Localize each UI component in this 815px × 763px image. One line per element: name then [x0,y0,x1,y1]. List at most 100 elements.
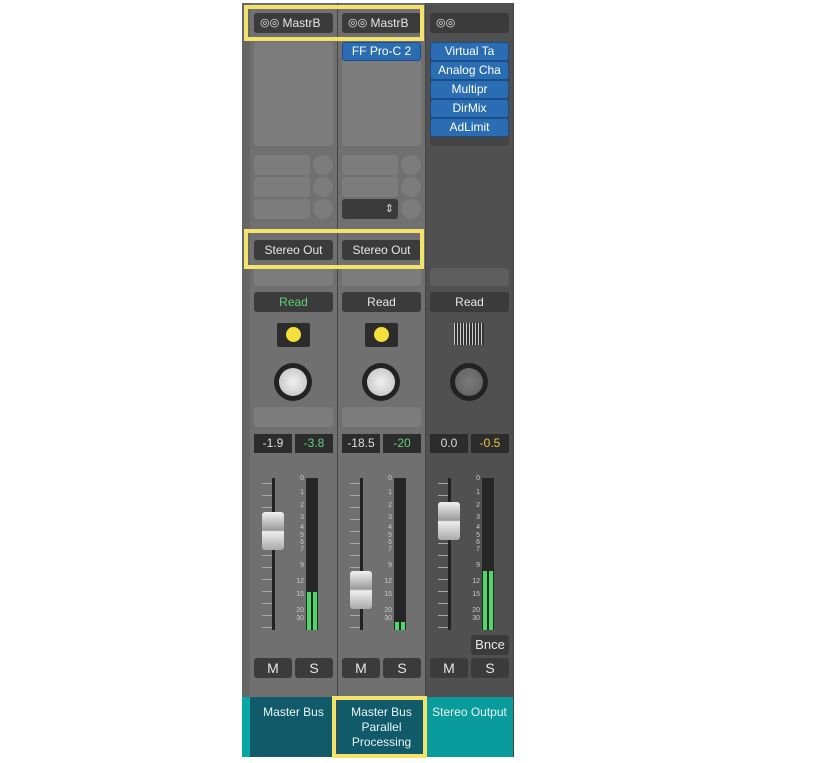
automation-mode-button[interactable]: Read [430,292,509,312]
send-level-knob[interactable] [401,177,421,197]
send-slot[interactable] [254,177,310,197]
channel-eq-icon[interactable] [277,323,310,347]
plugin-slot[interactable]: Multipr [430,80,509,99]
scale-label: 12 [384,578,392,585]
scale-label: 2 [300,502,304,509]
mute-button[interactable]: M [342,658,380,678]
automation-mode-button[interactable]: Read [254,292,333,312]
plugin-slot[interactable]: DirMix [430,99,509,118]
scale-label: 1 [476,489,480,496]
volume-readout[interactable]: -18.5 [342,434,380,453]
solo-button[interactable]: S [295,658,333,678]
scale-label: 4 [300,524,304,531]
scale-label: 12 [472,578,480,585]
scale-label: 1 [300,489,304,496]
scale-label: 3 [476,514,480,521]
group-slot[interactable] [342,268,421,286]
scale-label: 9 [388,562,392,569]
scale-label: 12 [296,578,304,585]
meter-fill [395,622,405,630]
meter-fill [483,570,493,630]
send-level-knob[interactable] [313,177,333,197]
scale-label: 15 [472,591,480,598]
solo-button[interactable]: S [471,658,509,678]
solo-button[interactable]: S [383,658,421,678]
channel-eq-icon[interactable] [365,323,398,347]
stereo-link-icon: ◎◎ [260,17,280,29]
scale-label: 30 [296,615,304,622]
fader-track[interactable] [360,478,363,630]
peak-readout[interactable]: -0.5 [471,434,509,453]
send-slot[interactable] [342,177,398,197]
output-device-icon [454,323,484,345]
pan-knob[interactable] [362,363,400,401]
plugin-area[interactable] [254,42,333,146]
scale-label: 7 [476,546,480,553]
plugin-slot[interactable]: FF Pro-C 2 [342,42,421,61]
send-level-knob[interactable] [401,199,421,219]
send-level-knob[interactable] [313,199,333,219]
track-name[interactable]: Master Bus Parallel Processing [338,697,425,757]
send-slot[interactable]: ⇕ [342,199,398,219]
plugin-slot[interactable]: Analog Cha [430,61,509,80]
send-slot[interactable] [254,199,310,219]
fader-track[interactable] [272,478,275,630]
volume-fader[interactable] [350,571,372,609]
automation-mode-button[interactable]: Read [342,292,421,312]
level-meter [394,478,406,630]
peak-readout[interactable]: -3.8 [295,434,333,453]
send-level-knob[interactable] [313,155,333,175]
send-level-knob[interactable] [401,155,421,175]
highlight-output [244,229,424,269]
name-field[interactable] [342,407,421,427]
scale-label: 20 [296,607,304,614]
scale-label: 1 [388,489,392,496]
output-button[interactable]: Stereo Out [342,240,421,260]
track-name[interactable]: Master Bus [250,697,337,757]
scale-label: 9 [476,562,480,569]
bounce-button[interactable]: Bnce [471,635,509,655]
scale-label: 7 [300,546,304,553]
stepper-icon: ⇕ [384,203,394,215]
track-name[interactable]: Stereo Output [426,697,513,757]
mute-button[interactable]: M [430,658,468,678]
fader-track[interactable] [448,478,451,630]
highlight-input [244,5,424,41]
volume-fader[interactable] [262,512,284,550]
volume-fader[interactable] [438,502,460,540]
volume-readout[interactable]: -1.9 [254,434,292,453]
plugin-slot[interactable]: Virtual Ta [430,42,509,61]
scale-label: 0 [476,475,480,482]
group-slot[interactable] [254,268,333,286]
send-slot[interactable] [254,155,310,175]
meter-fill [307,592,317,630]
send-slot[interactable] [342,155,398,175]
pan-knob[interactable] [450,363,488,401]
scale-label: 4 [476,524,480,531]
pan-knob[interactable] [274,363,312,401]
scale-label: 30 [472,615,480,622]
scale-label: 0 [300,475,304,482]
group-slot[interactable] [430,268,509,286]
scale-label: 5 [388,532,392,539]
input-button[interactable]: ◎◎MastrB [342,13,421,33]
scale-label: 2 [388,502,392,509]
peak-readout[interactable]: -20 [383,434,421,453]
input-button[interactable]: ◎◎ [430,13,509,33]
plugin-slot[interactable]: AdLimit [430,118,509,137]
fader-ticks [350,483,360,629]
scale-label: 15 [384,591,392,598]
level-meter [306,478,318,630]
fader-ticks [438,483,448,629]
output-button[interactable]: Stereo Out [254,240,333,260]
input-button[interactable]: ◎◎MastrB [254,13,333,33]
mute-button[interactable]: M [254,658,292,678]
scale-label: 6 [300,539,304,546]
name-field[interactable] [254,407,333,427]
fader-ticks [262,483,272,629]
scale-label: 6 [476,539,480,546]
volume-readout[interactable]: 0.0 [430,434,468,453]
